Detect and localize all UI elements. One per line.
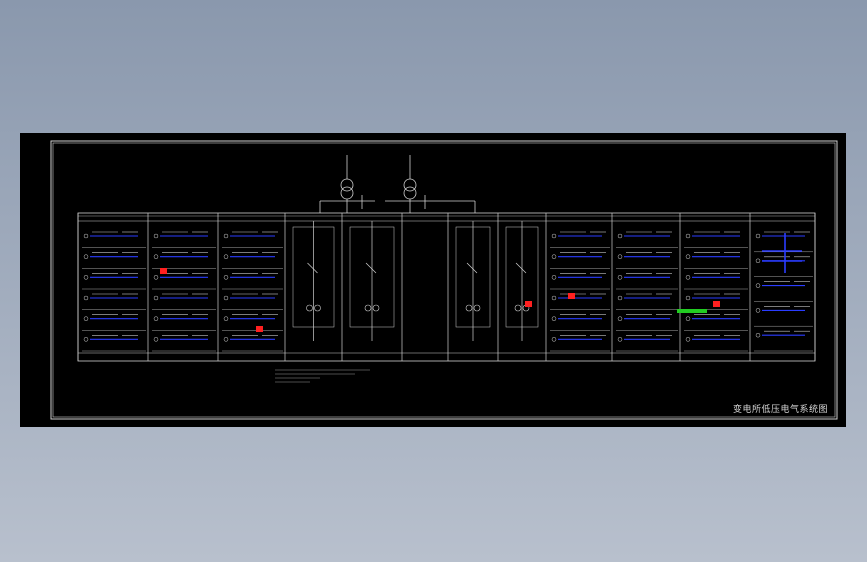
breaker-symbol <box>153 275 159 280</box>
breaker-frame <box>292 226 335 328</box>
breaker-symbol <box>685 337 691 342</box>
breaker-symbol <box>223 233 229 239</box>
highlight-red-marker <box>713 301 720 307</box>
breaker-symbol <box>365 262 377 274</box>
highlight-green-marker <box>677 309 707 313</box>
breaker-frame <box>349 226 395 328</box>
breaker-symbol <box>307 262 318 274</box>
electrical-diagram <box>50 140 838 420</box>
breaker-symbol <box>551 233 557 239</box>
breaker-symbol <box>551 254 557 259</box>
breaker-symbol <box>83 337 89 342</box>
drawing-sheet: 变电所低压电气系统图 <box>20 133 846 427</box>
current-transformer-symbol <box>473 304 481 312</box>
breaker-symbol <box>466 262 478 274</box>
breaker-symbol <box>153 295 159 301</box>
transformer-right <box>385 155 476 213</box>
breaker-symbol <box>755 233 761 239</box>
highlight-red-marker <box>160 268 167 274</box>
breaker-symbol <box>685 275 691 280</box>
breaker-symbol <box>223 275 229 280</box>
breaker-symbol <box>83 316 89 321</box>
switchboard-panels <box>77 212 816 362</box>
breaker-symbol <box>223 295 229 301</box>
breaker-symbol <box>223 254 229 259</box>
drawing-frame <box>50 140 838 420</box>
breaker-symbol <box>755 283 761 288</box>
current-transformer-symbol <box>372 304 380 312</box>
breaker-symbol <box>153 316 159 321</box>
highlight-red-marker <box>256 326 263 332</box>
breaker-frame <box>455 226 491 328</box>
breaker-frame <box>505 226 539 328</box>
current-transformer-symbol <box>314 304 321 312</box>
breaker-symbol <box>551 337 557 342</box>
breaker-symbol <box>223 316 229 321</box>
current-transformer-symbol <box>465 304 473 312</box>
highlight-red-marker <box>568 293 575 299</box>
drawing-frame-inner <box>52 142 836 418</box>
breaker-symbol <box>551 295 557 301</box>
breaker-symbol <box>83 275 89 280</box>
breaker-symbol <box>617 316 623 321</box>
breaker-symbol <box>83 254 89 259</box>
breaker-symbol <box>551 316 557 321</box>
drawing-title: 变电所低压电气系统图 <box>732 405 828 415</box>
breaker-symbol <box>617 295 623 301</box>
breaker-symbol <box>755 308 761 313</box>
breaker-symbol <box>551 275 557 280</box>
breaker-symbol <box>617 254 623 259</box>
breaker-symbol <box>153 254 159 259</box>
notes <box>275 369 370 383</box>
breaker-symbol <box>685 233 691 239</box>
current-transformer-symbol <box>306 304 313 312</box>
breaker-symbol <box>83 295 89 301</box>
breaker-symbol <box>755 332 761 338</box>
breaker-symbol <box>755 258 761 264</box>
breaker-symbol <box>685 316 691 321</box>
breaker-symbol <box>515 262 527 274</box>
breaker-symbol <box>617 337 623 342</box>
transformer-left <box>319 155 375 213</box>
highlight-red-marker <box>525 301 532 307</box>
breaker-symbol <box>617 233 623 239</box>
breaker-symbol <box>153 337 159 342</box>
breaker-symbol <box>617 275 623 280</box>
current-transformer-symbol <box>364 304 372 312</box>
blue-junction <box>762 233 802 273</box>
breaker-symbol <box>83 233 89 239</box>
breaker-symbol <box>685 254 691 259</box>
breaker-symbol <box>223 337 229 342</box>
current-transformer-symbol <box>514 304 522 312</box>
breaker-symbol <box>685 295 691 301</box>
breaker-symbol <box>153 233 159 239</box>
